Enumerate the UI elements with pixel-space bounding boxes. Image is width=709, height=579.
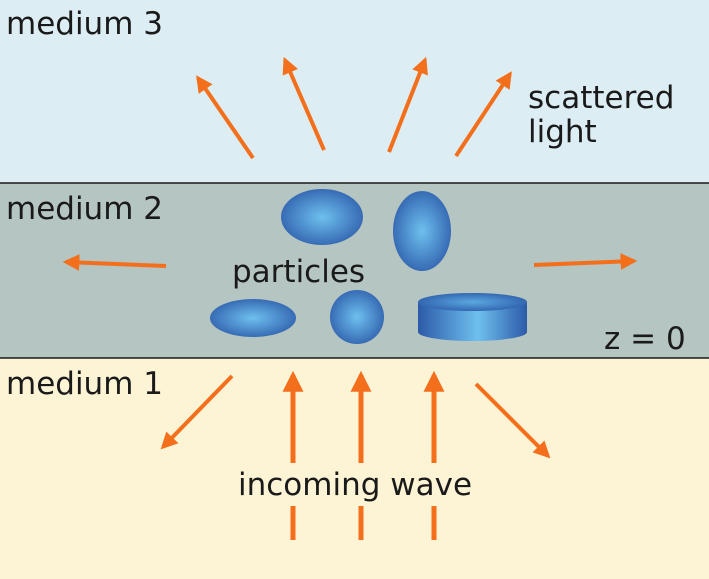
guided-arrows (62, 253, 638, 271)
scattered-arrows-up (196, 56, 512, 160)
particles-group (210, 189, 527, 344)
medium-3-region (0, 0, 709, 183)
reflected-arrow-left (160, 374, 234, 450)
particle-ellipse-vertical (393, 191, 451, 271)
interface-label: z = 0 (604, 321, 686, 357)
scattered-arrow (387, 56, 428, 153)
reflected-arrow-right (474, 382, 551, 459)
left-guided-arrow (62, 254, 167, 271)
particle-ellipse (281, 189, 363, 245)
particles-label: particles (232, 254, 365, 290)
incoming-wave-label: incoming wave (238, 467, 472, 503)
reflected-arrows (160, 374, 551, 459)
medium-3-label: medium 3 (6, 6, 163, 42)
medium-1-label: medium 1 (6, 366, 163, 402)
scattered-arrow (196, 75, 255, 160)
right-guided-arrow (533, 253, 638, 270)
particle-flat-ellipse (210, 299, 296, 337)
scattered-arrow (454, 71, 512, 158)
medium-2-label: medium 2 (6, 191, 163, 227)
scattered-light-label-line2: light (528, 114, 597, 150)
incoming-wave-arrows (282, 370, 445, 540)
scattered-light-label-line1: scattered (528, 80, 674, 116)
particle-cylinder (418, 293, 527, 341)
scattered-arrow (282, 56, 326, 151)
particle-sphere (330, 290, 384, 344)
medium-1-region (0, 358, 709, 579)
